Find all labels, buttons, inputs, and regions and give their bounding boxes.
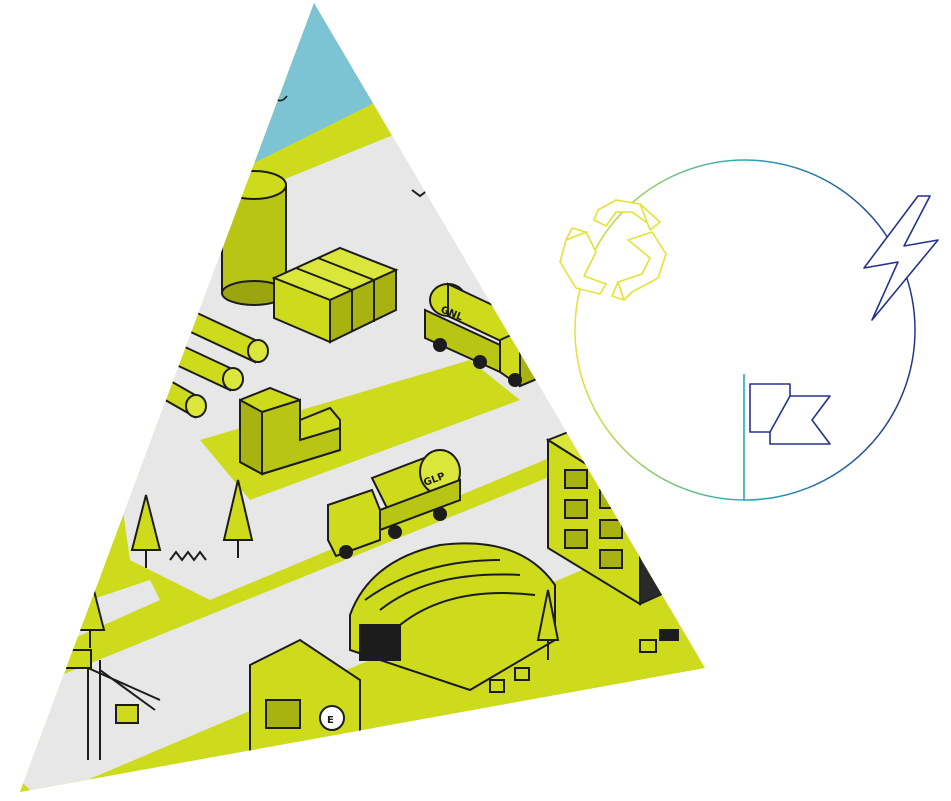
- hangar: [349, 542, 556, 692]
- crane: [64, 649, 161, 760]
- recycle-icon: [559, 199, 667, 301]
- l-shaped-block: [239, 386, 341, 476]
- icon-ring: [574, 159, 916, 501]
- glp-truck: GLP: [327, 449, 462, 559]
- small-boxes: [489, 629, 679, 693]
- crates-block: [271, 246, 399, 344]
- building-e-sign: E: [327, 715, 334, 726]
- trees: [74, 479, 560, 660]
- lightning-bolt-icon: [863, 195, 939, 321]
- flag-icon: [743, 374, 831, 500]
- pipe-cylinders: [159, 303, 269, 419]
